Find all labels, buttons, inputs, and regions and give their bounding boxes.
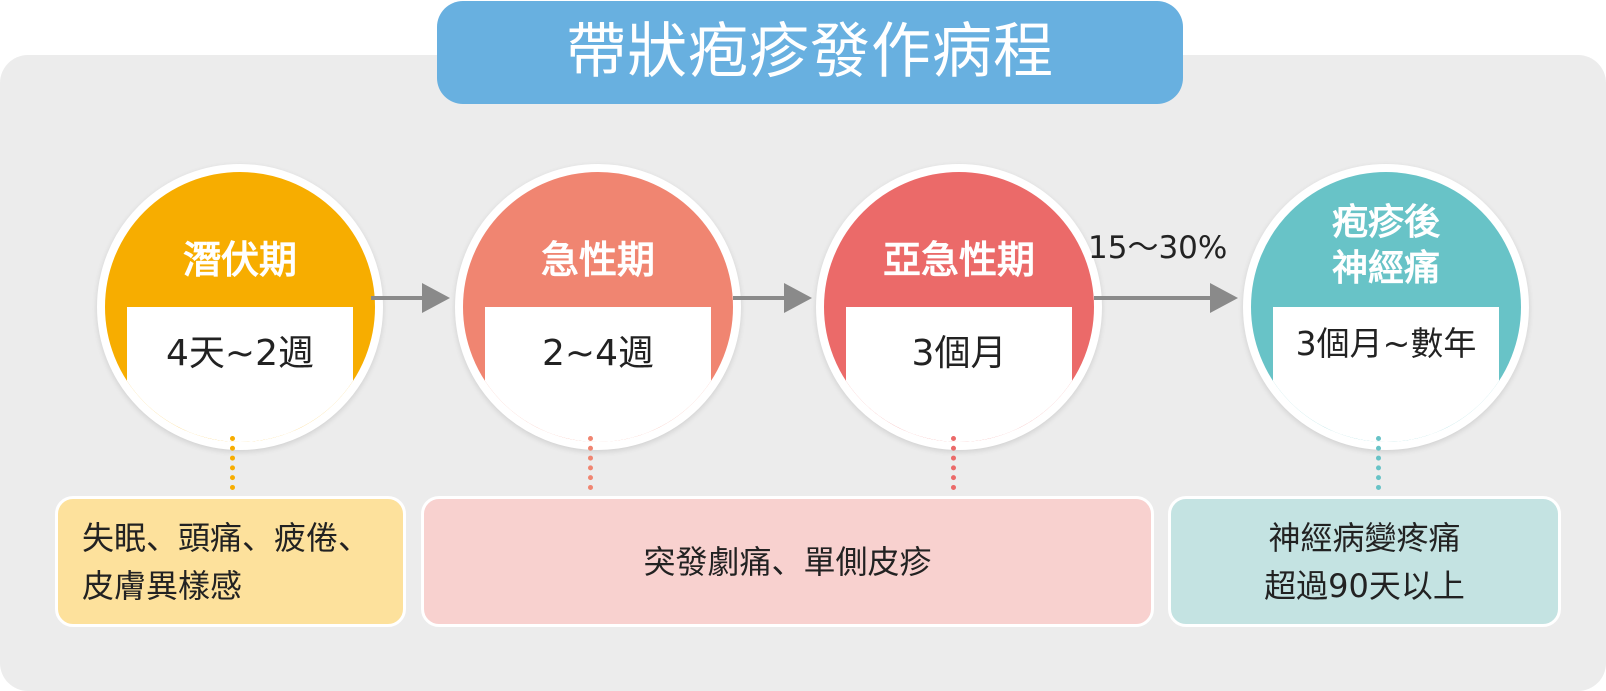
note-latent-line1: 失眠、頭痛、疲倦、 [82,518,371,557]
stage-subacute-duration: 3個月 [911,333,1007,374]
stage-subacute-duration-area [846,307,1072,442]
stage-acute-circle: 急性期 2~4週 [455,164,741,450]
note-latent-symptoms: 失眠、頭痛、疲倦、 皮膚異樣感 [55,496,406,627]
arrow-latent-to-acute [371,283,450,313]
stage-acute-duration-area [485,307,711,442]
stage-latent-duration: 4天~2週 [166,333,314,374]
connector-phn [1376,436,1381,490]
stage-acute-name: 急性期 [540,238,655,282]
stage-phn-name: 疱疹後 神經痛 [1251,200,1521,292]
stage-subacute-circle: 亞急性期 3個月 [816,164,1102,450]
stage-acute-duration: 2~4週 [542,333,654,374]
stage-latent-circle: 潛伏期 4天~2週 [97,164,383,450]
stage-phn-circle: 疱疹後 神經痛 3個月~數年 [1243,164,1529,450]
stage-latent-name: 潛伏期 [182,238,297,282]
note-phn-line2: 超過90天以上 [1264,566,1465,605]
note-phn-line1: 神經病變疼痛 [1268,518,1461,557]
stage-phn-duration: 3個月~數年 [1295,324,1477,363]
connector-acute [588,436,593,490]
note-phn-symptoms: 神經病變疼痛 超過90天以上 [1168,496,1561,627]
stage-subacute-name: 亞急性期 [882,238,1035,282]
stage-latent-duration-area [127,307,353,442]
note-acute-text: 突發劇痛、單側皮疹 [643,542,932,581]
arrow-subacute-to-phn [1094,283,1238,313]
stage-phn-name-line2: 神經痛 [1331,248,1440,289]
diagram-title: 帶狀疱疹發作病程 [437,1,1183,104]
stage-phn-duration-area [1273,307,1499,442]
connector-latent [230,436,235,490]
note-latent-line2: 皮膚異樣感 [82,566,243,605]
note-acute-symptoms: 突發劇痛、單側皮疹 [421,496,1154,627]
transition-percentage-label: 15～30% [1088,230,1228,266]
stage-phn-name-line1: 疱疹後 [1331,202,1440,243]
arrow-acute-to-subacute [733,283,812,313]
connector-subacute [951,436,956,490]
